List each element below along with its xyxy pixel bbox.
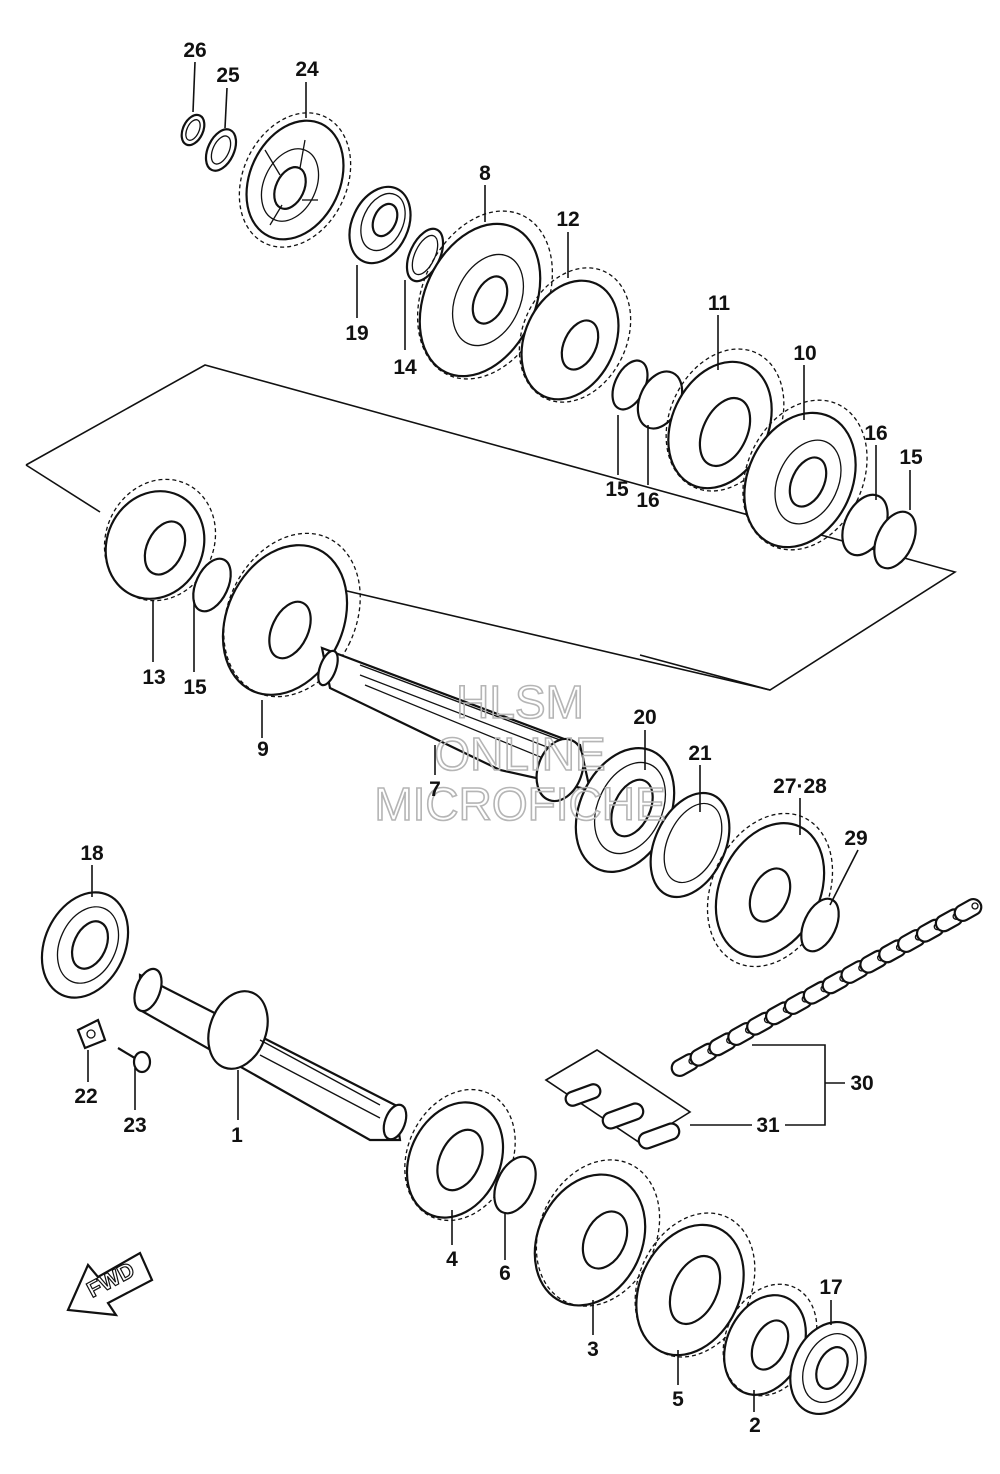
watermark: HLSM ONLINE MICROFICHE xyxy=(374,675,667,831)
label-16-upper: 16 xyxy=(636,489,659,512)
gear-5 xyxy=(634,1212,756,1358)
countershaft-7 xyxy=(317,646,592,803)
label-14: 14 xyxy=(393,356,417,379)
label-24: 24 xyxy=(295,58,319,81)
label-30: 30 xyxy=(850,1072,873,1095)
bearing-17 xyxy=(789,1320,867,1416)
bearing-19 xyxy=(348,185,412,265)
label-6: 6 xyxy=(499,1262,511,1285)
chain-pin xyxy=(971,902,979,910)
chain-link xyxy=(953,897,983,923)
watermark-line-3: MICROFICHE xyxy=(374,778,665,830)
drive-chain-30 xyxy=(670,897,983,1078)
gear-24 xyxy=(238,112,352,248)
label-3: 3 xyxy=(587,1338,599,1361)
gear-10 xyxy=(742,399,868,551)
label-21: 21 xyxy=(688,742,712,765)
watermark-line-1: HLSM xyxy=(456,676,584,728)
screw-23 xyxy=(117,1047,152,1074)
washer-6 xyxy=(493,1155,537,1215)
label-7: 7 xyxy=(429,778,441,801)
oil-seal-21 xyxy=(649,791,731,899)
chain-joint-31 xyxy=(544,1049,692,1150)
label-10: 10 xyxy=(793,342,816,365)
driveshaft-1 xyxy=(133,967,408,1142)
circlip-15-middle xyxy=(192,557,232,613)
label-27-28: 27·28 xyxy=(773,775,827,798)
label-15-upper: 15 xyxy=(605,478,629,501)
label-15-middle: 15 xyxy=(183,676,207,699)
label-15-right: 15 xyxy=(899,446,923,469)
part-number-labels: 26 25 24 8 12 11 10 19 14 15 16 16 15 13… xyxy=(74,39,923,1437)
label-16-right: 16 xyxy=(864,422,887,445)
leader-lines xyxy=(87,61,911,1412)
circlip-29 xyxy=(800,897,840,953)
gear-9 xyxy=(221,532,361,698)
label-12: 12 xyxy=(556,208,579,231)
stopper-22 xyxy=(76,1018,107,1050)
bearing-20 xyxy=(574,746,676,874)
gear-4 xyxy=(404,1088,516,1222)
label-2: 2 xyxy=(749,1414,761,1437)
countershaft-group-frame xyxy=(25,364,957,691)
bearing-18 xyxy=(40,891,130,999)
gear-12 xyxy=(518,267,632,403)
label-20: 20 xyxy=(633,706,656,729)
label-22: 22 xyxy=(74,1085,97,1108)
label-19: 19 xyxy=(345,322,368,345)
label-4: 4 xyxy=(446,1248,458,1271)
label-11: 11 xyxy=(708,292,731,315)
label-23: 23 xyxy=(123,1114,146,1137)
label-9: 9 xyxy=(257,738,269,761)
forward-direction-arrow: FWD xyxy=(66,1251,154,1317)
label-8: 8 xyxy=(479,162,491,185)
label-13: 13 xyxy=(142,666,165,689)
circlip-26 xyxy=(180,113,206,147)
label-31: 31 xyxy=(756,1114,780,1137)
washer-25 xyxy=(204,128,238,172)
label-17: 17 xyxy=(819,1276,842,1299)
watermark-line-2: ONLINE xyxy=(434,728,605,780)
circlip-15-right xyxy=(873,510,917,570)
label-29: 29 xyxy=(844,827,867,850)
label-5: 5 xyxy=(672,1388,684,1411)
label-1: 1 xyxy=(231,1124,243,1147)
label-25: 25 xyxy=(216,64,240,87)
label-18: 18 xyxy=(80,842,104,865)
label-26: 26 xyxy=(183,39,206,62)
